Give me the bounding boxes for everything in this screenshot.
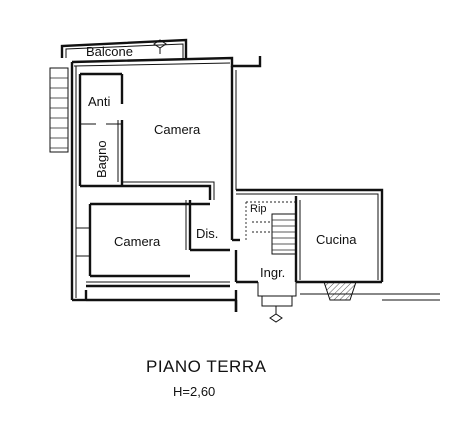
external-stairs [49,67,69,153]
balcony [60,38,188,58]
wall-breaks [232,238,240,282]
camera-bottom-walls [76,200,230,278]
plan-title: PIANO TERRA [146,357,267,376]
room-label-rip: Rip [250,203,267,215]
room-label-ingr: Ingr. [260,265,285,280]
room-label-dis: Dis. [196,226,218,241]
room-label-camera-top: Camera [154,122,201,137]
room-label-camera-bottom: Camera [114,234,161,249]
ceiling-height: H=2,60 [173,384,215,399]
entrance-arrow-icon [153,39,167,54]
room-label-anti: Anti [88,94,111,109]
camera-top-walls [122,181,215,200]
entrance-arrow-icon [269,306,283,323]
entrance-steps [257,282,297,307]
room-label-balcone: Balcone [86,44,133,59]
outer-walls [70,56,440,312]
room-label-cucina: Cucina [316,232,357,247]
kitchen-walls [294,196,357,301]
bathroom-walls [78,72,124,188]
room-label-bagno: Bagno [94,140,109,178]
